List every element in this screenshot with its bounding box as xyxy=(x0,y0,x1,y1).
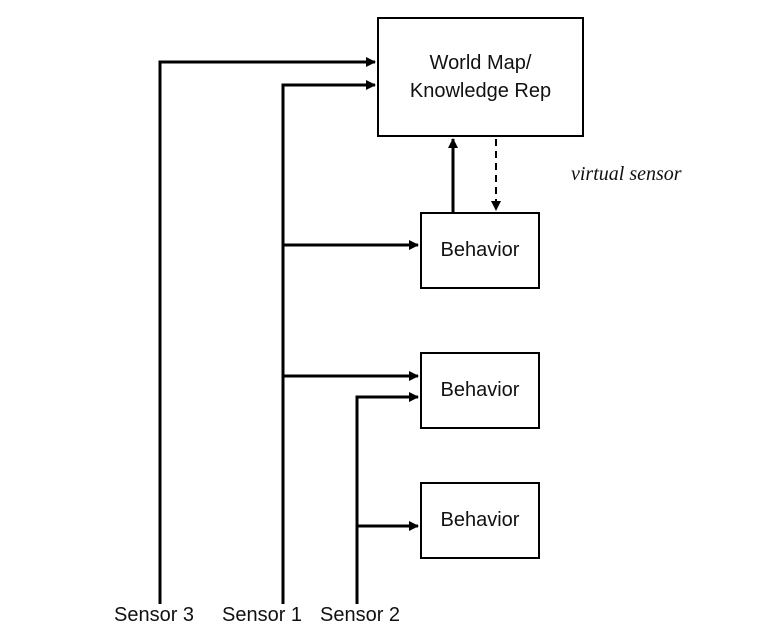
sensor-2-label: Sensor 2 xyxy=(320,604,401,626)
behavior-box-1: Behavior xyxy=(420,212,540,289)
behavior-box-2: Behavior xyxy=(420,352,540,429)
behavior-label: Behavior xyxy=(440,509,520,531)
sensor2-to-behavior2-connector xyxy=(355,392,419,604)
behavior-label: Behavior xyxy=(440,379,520,401)
world-map-label-line2: Knowledge Rep xyxy=(409,80,552,102)
world-map-box: World Map/ Knowledge Rep xyxy=(377,17,584,137)
behavior-label: Behavior xyxy=(440,239,520,261)
world-map-label-line1: World Map/ xyxy=(429,52,532,74)
sensor3-to-world-connector xyxy=(158,57,376,604)
virtual-sensor-label: virtual sensor xyxy=(571,163,682,185)
sensor-3-label: Sensor 3 xyxy=(114,604,195,626)
sensor-1-label: Sensor 1 xyxy=(222,604,303,626)
behavior-box-3: Behavior xyxy=(420,482,540,559)
sensor1-to-world-connector xyxy=(281,80,376,604)
